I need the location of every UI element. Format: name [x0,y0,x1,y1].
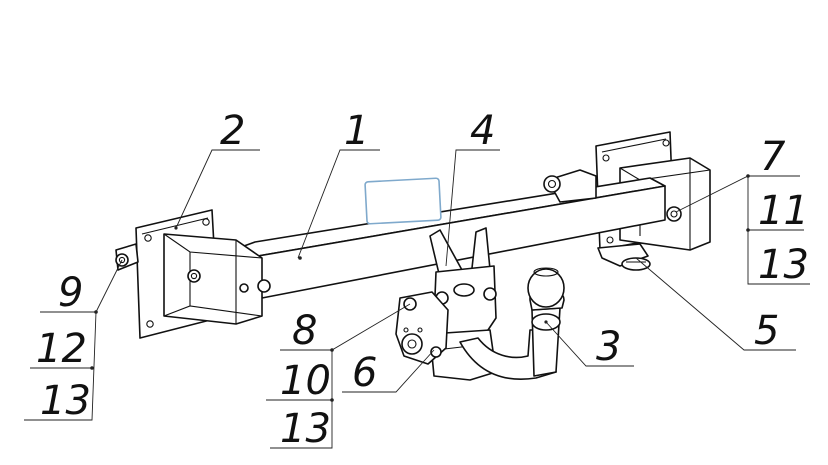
label-left-b: 12 [36,326,87,372]
label-left-c: 13 [40,378,91,424]
label-mid-c: 13 [280,406,331,452]
label-frame: 1 [344,108,369,154]
left-mounting-bracket [115,209,271,339]
identification-plate [364,177,442,225]
cross-beam [243,169,666,299]
label-left-a: 9 [58,270,83,316]
callouts [24,149,810,449]
label-socket: 6 [352,350,377,396]
label-right-b: 13 [758,242,809,288]
label-mid-a: 8 [292,308,317,354]
label-swivel: 4 [470,108,495,154]
label-right-a: 11 [758,188,809,234]
label-right-bolt: 7 [760,134,786,180]
label-left-bracket: 2 [220,108,245,154]
label-texts: 1 2 4 7 11 13 5 3 6 8 10 13 9 12 13 [36,108,809,452]
label-right-bracket-bottom: 5 [754,308,779,354]
label-ball: 3 [596,324,621,370]
electrical-socket [395,291,449,365]
label-mid-b: 10 [280,358,331,404]
